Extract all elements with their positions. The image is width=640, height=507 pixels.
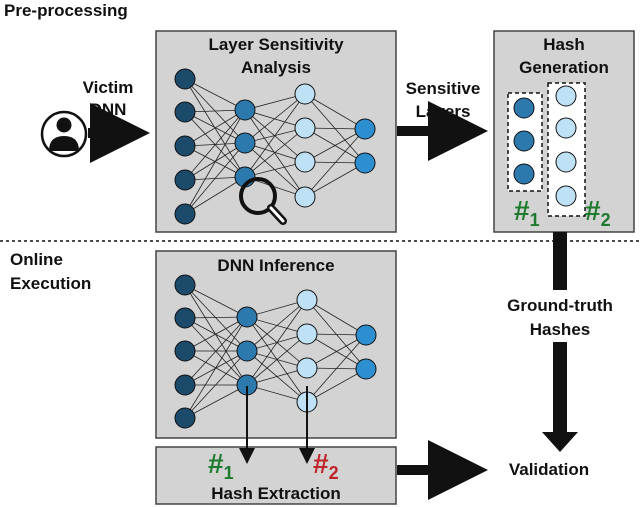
network-node-layer-4	[355, 358, 377, 380]
hash-node	[555, 151, 577, 173]
hash-extraction-box	[155, 446, 397, 505]
network-node-layer-2	[234, 99, 256, 121]
network-node-layer-4	[355, 324, 377, 346]
network-edge	[244, 93, 306, 178]
network-node-layer-3	[296, 323, 318, 345]
ground-truth-label-line1: Ground-truth	[507, 296, 613, 315]
hash-node	[555, 85, 577, 107]
network-node-layer-1	[174, 307, 196, 329]
network-edge	[304, 128, 366, 163]
online-title-line2: Execution	[10, 274, 91, 293]
network-edge	[304, 128, 366, 198]
hash-extraction-title: Hash Extraction	[211, 484, 340, 503]
network-node-layer-1	[174, 135, 196, 157]
hash-node	[513, 163, 535, 185]
network-edge	[306, 334, 367, 403]
network-edge	[184, 316, 248, 419]
network-edge	[184, 142, 246, 215]
network-node-layer-4	[354, 152, 376, 174]
network-edge	[184, 78, 246, 111]
network-node-layer-1	[174, 274, 196, 296]
network-edge	[184, 316, 248, 386]
network-node-layer-1	[174, 374, 196, 396]
network-edge	[306, 334, 367, 369]
network-edge	[184, 176, 246, 215]
network-edge	[184, 284, 248, 352]
hash-node	[513, 130, 535, 152]
network-node-layer-3	[296, 357, 318, 379]
hash-generation-nodes	[513, 85, 577, 207]
ground-truth-label-line2: Hashes	[530, 320, 590, 339]
network-edge	[184, 284, 248, 318]
hash-node	[555, 117, 577, 139]
sensitivity-title-line1: Layer Sensitivity	[208, 35, 344, 54]
network-edge	[184, 384, 248, 419]
network-node-layer-3	[294, 117, 316, 139]
hashgen-hash2-label: #2	[585, 195, 611, 230]
network-node-layer-1	[174, 169, 196, 191]
network-edge	[184, 317, 248, 352]
network-node-layer-3	[296, 289, 318, 311]
validation-label: Validation	[509, 460, 589, 479]
network-node-layer-1	[174, 203, 196, 225]
sensitive-label-line2: Layers	[416, 102, 471, 121]
network-node-layer-3	[294, 186, 316, 208]
network-edge	[184, 111, 246, 144]
hashgen-title-line2: Generation	[519, 58, 609, 77]
magnifier-icon	[239, 177, 287, 225]
preprocessing-title: Pre-processing	[4, 1, 128, 20]
network-edge	[246, 299, 308, 386]
network-node-layer-1	[174, 340, 196, 362]
inference-network	[174, 274, 377, 429]
network-node-layer-4	[354, 118, 376, 140]
sensitive-label-line1: Sensitive	[406, 79, 481, 98]
network-node-layer-3	[294, 83, 316, 105]
network-node-layer-3	[294, 151, 316, 173]
victim-label-line2: DNN	[90, 100, 127, 119]
network-edge	[306, 368, 367, 403]
network-edge	[304, 162, 366, 198]
network-edge	[184, 109, 246, 181]
network-edge	[244, 109, 306, 198]
inference-title: DNN Inference	[217, 256, 334, 275]
network-edge	[184, 316, 248, 352]
sensitivity-title-line2: Analysis	[241, 58, 311, 77]
online-title-line1: Online	[10, 250, 63, 269]
network-node-layer-1	[174, 407, 196, 429]
network-edge	[244, 93, 306, 144]
network-edge	[244, 127, 306, 178]
network-edge	[184, 109, 246, 215]
network-node-layer-1	[174, 101, 196, 123]
network-edge	[244, 142, 306, 198]
network-edge	[246, 333, 308, 386]
user-silhouette-icon	[40, 110, 88, 158]
network-edge	[306, 299, 367, 336]
extraction-hash1-label: #1	[208, 448, 234, 483]
network-node-layer-2	[236, 306, 258, 328]
sensitivity-network	[174, 68, 376, 225]
network-edge	[184, 284, 248, 386]
hashgen-hash1-label: #1	[514, 195, 540, 230]
hash-node	[555, 185, 577, 207]
network-node-layer-2	[236, 340, 258, 362]
network-edge	[246, 299, 308, 352]
network-edge	[304, 93, 366, 130]
victim-label-line1: Victim	[83, 78, 134, 97]
extraction-hash2-label: #2	[313, 448, 339, 483]
hashgen-title-line1: Hash	[543, 35, 585, 54]
network-node-layer-1	[174, 68, 196, 90]
arrow-hashgen-down-head	[542, 432, 578, 452]
network-edge	[184, 350, 248, 419]
network-edge	[184, 109, 246, 147]
network-node-layer-2	[234, 132, 256, 154]
hash-node	[513, 97, 535, 119]
